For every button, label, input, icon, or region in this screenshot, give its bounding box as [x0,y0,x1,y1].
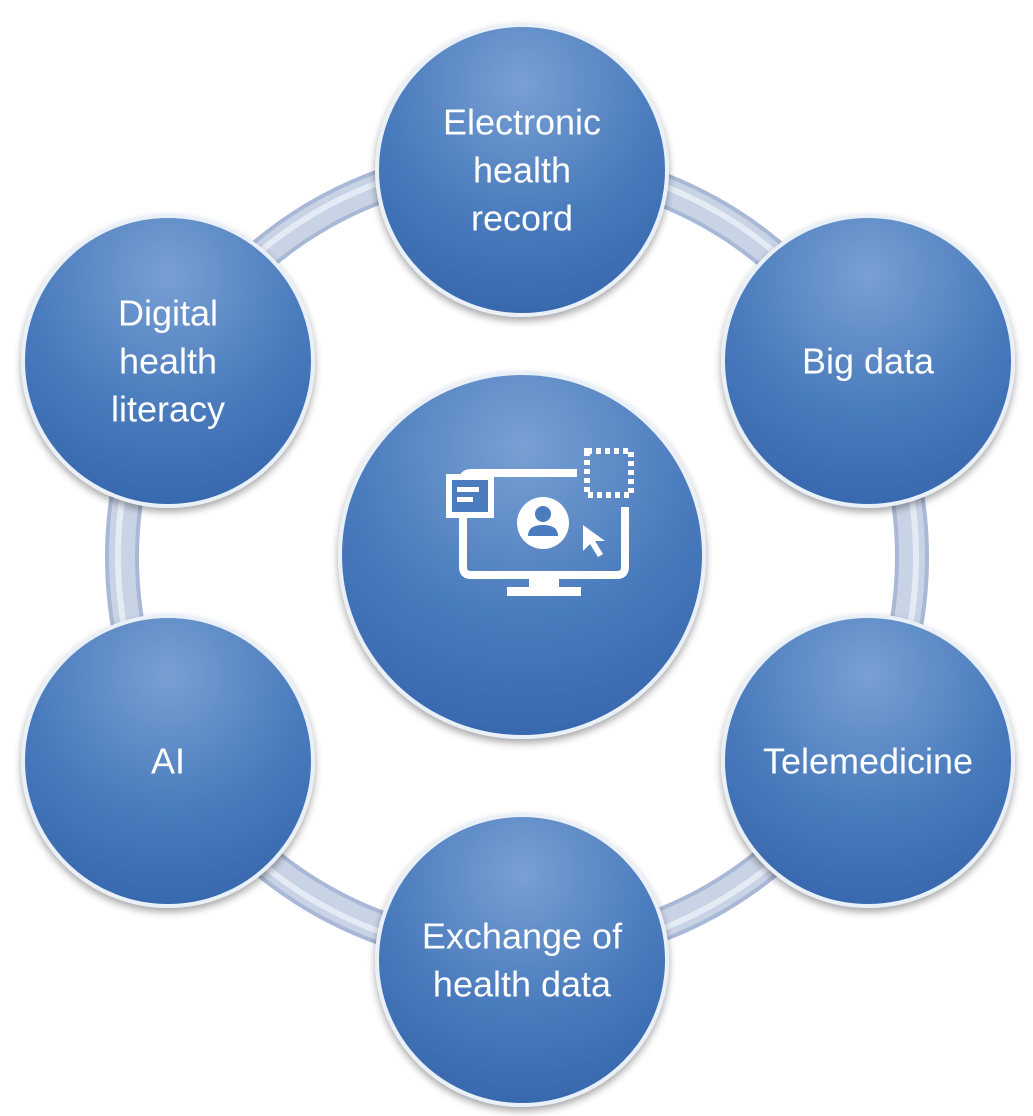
node-label-line: Digital [118,293,218,334]
node-label-line: health data [433,964,612,1005]
node-circle [721,614,1015,908]
node-circle [721,214,1015,508]
node-label-line: AI [151,741,185,782]
node-circle [375,23,669,317]
center-circle [338,371,706,739]
node-label-line: health [119,341,217,382]
node-label-line: Big data [802,341,935,382]
node-digital-health-literacy: Digital health literacy [21,214,315,508]
node-telemedicine: Telemedicine [721,614,1015,908]
node-circle [21,614,315,908]
node-label-line: record [471,198,573,239]
node-label-line: Exchange of [422,916,623,957]
node-circle [21,214,315,508]
node-label-line: Telemedicine [763,741,973,782]
node-label-line: Electronic [443,102,601,143]
node-ai: AI [21,614,315,908]
node-exchange-of-health-data: Exchange of health data [375,813,669,1107]
node-label-line: health [473,150,571,191]
node-electronic-health-record: Electronic health record [375,23,669,317]
center-node [338,371,706,739]
node-big-data: Big data [721,214,1015,508]
computer-user-icon [446,448,634,596]
node-circle [375,813,669,1107]
node-label-line: literacy [111,389,225,430]
